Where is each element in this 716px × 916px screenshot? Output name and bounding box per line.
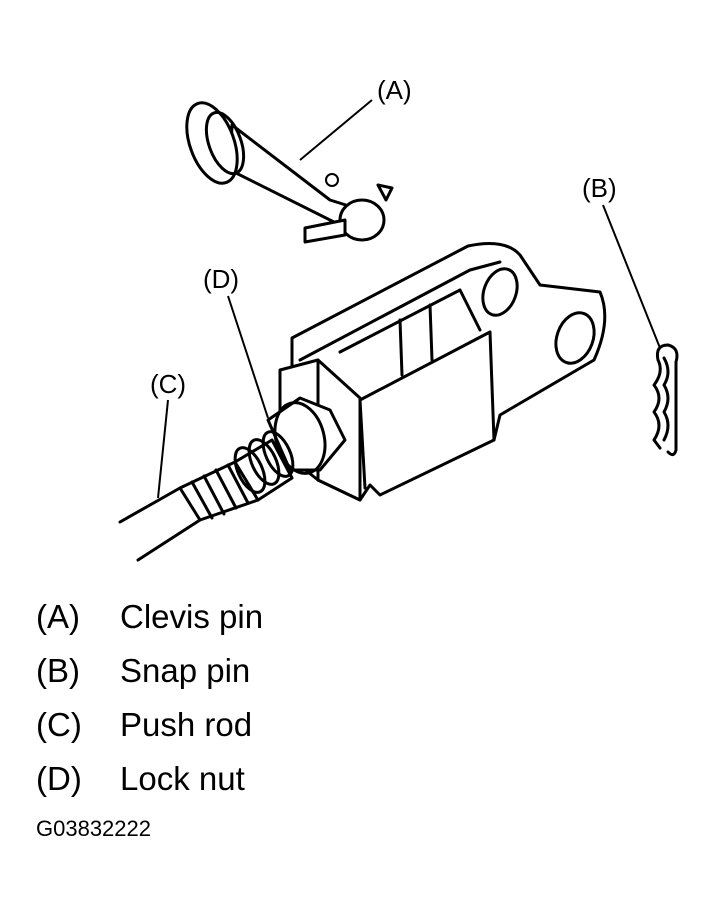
callout-a: (A)	[377, 75, 412, 105]
push-rod-drawing	[118, 430, 295, 562]
legend-row: (D) Lock nut	[36, 752, 263, 806]
legend-key: (D)	[36, 760, 82, 797]
leader-d	[227, 295, 269, 419]
lock-nut-drawing	[266, 396, 347, 475]
callout-d: (D)	[203, 264, 240, 294]
legend-name: Push rod	[120, 706, 253, 743]
legend-key: (C)	[36, 706, 82, 743]
legend-key: (B)	[36, 652, 80, 689]
callout-c: (C)	[150, 369, 187, 399]
callout-b: (B)	[582, 173, 617, 203]
leader-a	[299, 99, 373, 161]
legend-name: Clevis pin	[120, 598, 264, 635]
leader-lines	[157, 99, 661, 499]
legend-row: (A) Clevis pin	[36, 590, 263, 644]
leader-c	[157, 399, 169, 499]
legend-name: Lock nut	[120, 760, 245, 797]
clevis-pin-drawing	[185, 101, 394, 244]
parts-legend: (A) Clevis pin (B) Snap pin (C) Push rod…	[36, 590, 263, 806]
legend-row: (C) Push rod	[36, 698, 263, 752]
leader-b	[602, 204, 661, 349]
clevis-assembly-diagram: (A) (B) (C) (D)	[118, 75, 679, 562]
exploded-view-drawing	[118, 99, 679, 562]
figure-code: G03832222	[36, 816, 151, 841]
legend-key: (A)	[36, 598, 80, 635]
legend-name: Snap pin	[120, 652, 251, 689]
snap-pin-drawing	[652, 343, 679, 457]
legend-row: (B) Snap pin	[36, 644, 263, 698]
